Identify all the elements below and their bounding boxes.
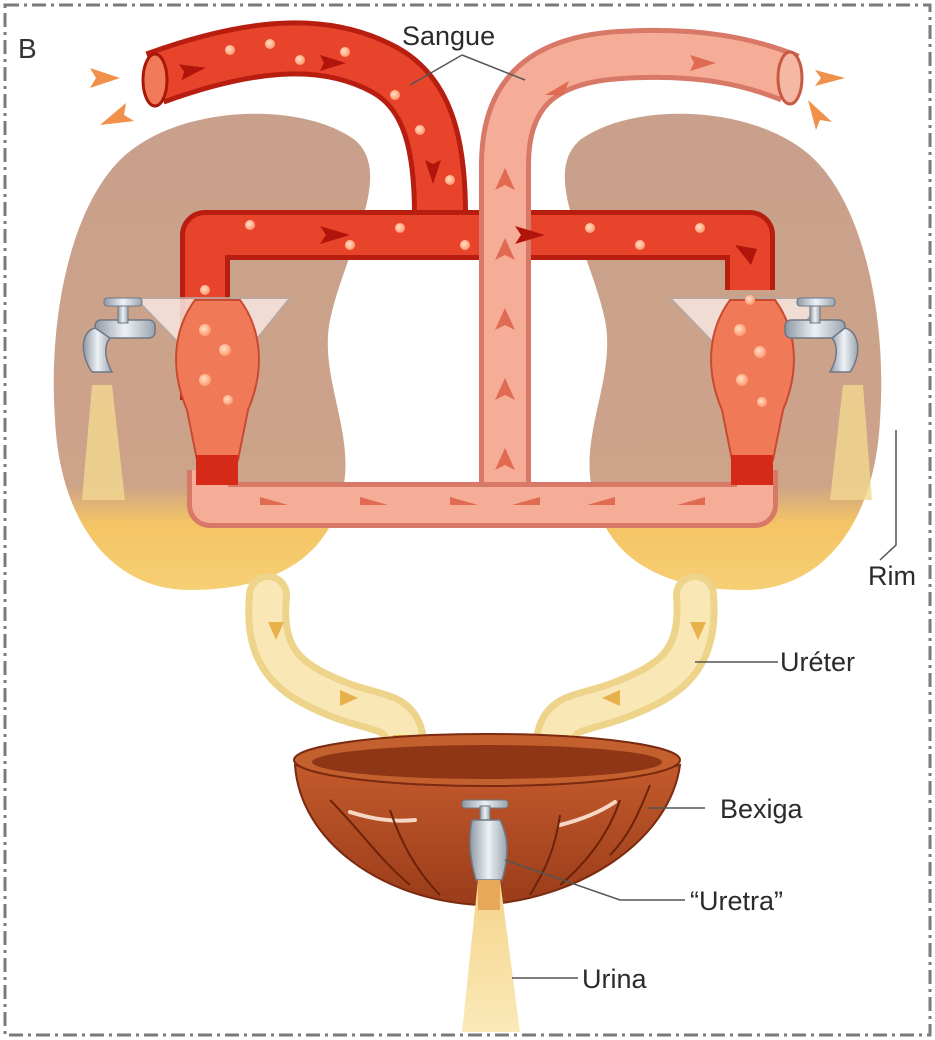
- blood-cell: [219, 344, 231, 356]
- blood-cell: [395, 223, 405, 233]
- left-filter-neck: [196, 455, 238, 485]
- blood-cell: [390, 90, 400, 100]
- blood-cell: [340, 47, 350, 57]
- outflow-arrow: [815, 70, 845, 86]
- blood-cell: [757, 397, 767, 407]
- left-tap-stem: [118, 305, 128, 323]
- bladder-tap-spout: [470, 820, 507, 880]
- label-ureter: Uréter: [780, 647, 855, 677]
- blood-cell: [734, 324, 746, 336]
- label-sangue: Sangue: [402, 21, 495, 51]
- blood-cell: [745, 295, 755, 305]
- artery-opening: [143, 54, 167, 106]
- leader-rim: [880, 430, 896, 560]
- blood-cell: [245, 220, 255, 230]
- blood-cell: [460, 240, 470, 250]
- right-filter-neck: [731, 455, 773, 485]
- blood-cell: [635, 240, 645, 250]
- blood-cell: [345, 240, 355, 250]
- label-rim: Rim: [868, 561, 916, 591]
- blood-cell: [223, 395, 233, 405]
- blood-cell: [265, 39, 275, 49]
- vein-opening: [778, 52, 802, 104]
- blood-cell: [200, 285, 210, 295]
- right-tap-handle: [797, 298, 835, 306]
- blood-cell: [225, 45, 235, 55]
- blood-cell: [199, 374, 211, 386]
- urine-stream-top: [478, 880, 500, 910]
- label-bexiga: Bexiga: [720, 794, 804, 824]
- right-tap-stem: [810, 305, 820, 323]
- blood-cell: [415, 125, 425, 135]
- blood-cell: [585, 223, 595, 233]
- left-tap-handle: [104, 298, 142, 306]
- panel-letter: B: [18, 33, 37, 64]
- blood-cell: [695, 223, 705, 233]
- label-uretra: “Uretra”: [690, 886, 783, 916]
- outflow-arrow: [808, 100, 832, 130]
- label-urina: Urina: [582, 964, 648, 994]
- blood-cell: [754, 346, 766, 358]
- blood-cell: [445, 175, 455, 185]
- blood-cell: [295, 55, 305, 65]
- blood-cell: [199, 324, 211, 336]
- inflow-arrow: [90, 68, 120, 88]
- bladder-inside: [312, 745, 662, 779]
- blood-cell: [736, 374, 748, 386]
- inflow-arrow: [100, 103, 134, 125]
